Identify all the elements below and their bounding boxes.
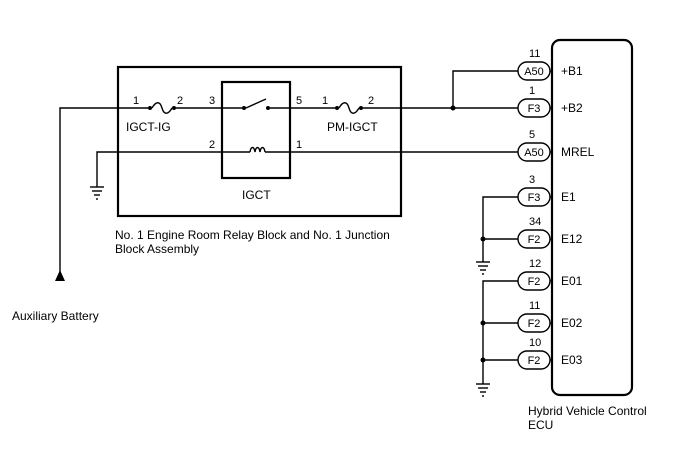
fuse1-pin-in: 1 bbox=[133, 95, 139, 107]
terminal-name: +B1 bbox=[561, 64, 583, 78]
terminal-pin-number: 12 bbox=[529, 258, 541, 270]
igct-relay-box bbox=[220, 80, 292, 180]
ground-icon bbox=[90, 186, 104, 200]
connector-oval bbox=[517, 271, 551, 291]
battery-arrow-icon bbox=[55, 270, 65, 281]
connector-oval bbox=[517, 142, 551, 162]
ground-icon bbox=[476, 261, 490, 275]
pm-igct-fuse bbox=[335, 102, 363, 114]
e01-ground-wire bbox=[482, 280, 518, 384]
splice-dot bbox=[480, 236, 486, 242]
b1-branch-wire bbox=[452, 70, 518, 108]
terminal-pin-number: 11 bbox=[529, 300, 540, 312]
terminal-name: E1 bbox=[561, 190, 576, 204]
terminal-pin-number: 3 bbox=[529, 174, 535, 186]
connector-oval bbox=[517, 61, 551, 81]
relay-label: IGCT bbox=[242, 188, 271, 202]
relay-coil bbox=[249, 146, 266, 153]
relay-block-caption-line1: No. 1 Engine Room Relay Block and No. 1 … bbox=[115, 228, 390, 242]
ecu-terminal: 1F3 +B2 bbox=[517, 85, 583, 118]
splice-dot bbox=[480, 357, 486, 363]
ground-icon bbox=[476, 383, 490, 397]
terminal-name: +B2 bbox=[561, 101, 583, 115]
connector-oval bbox=[517, 98, 551, 118]
terminal-name: E12 bbox=[561, 232, 583, 246]
battery-feed-wire bbox=[59, 107, 148, 277]
fuse2-pin-out: 2 bbox=[368, 95, 374, 107]
ecu-caption-line1: Hybrid Vehicle Control bbox=[528, 404, 647, 418]
connector-oval bbox=[517, 313, 551, 333]
e1-ground-wire bbox=[482, 196, 518, 262]
relay-coil-pin-in: 2 bbox=[209, 139, 215, 151]
connector-code: F2 bbox=[528, 355, 541, 367]
igct-ig-fuse bbox=[148, 102, 176, 114]
connector-code: F2 bbox=[528, 276, 541, 288]
splice-dot bbox=[450, 105, 456, 111]
connector-oval bbox=[517, 350, 551, 370]
relay-switch-pin-in: 3 bbox=[209, 95, 215, 107]
ecu-outline bbox=[550, 38, 634, 397]
connector-oval bbox=[517, 229, 551, 249]
splice-dot bbox=[480, 320, 486, 326]
relay-coil-pin-out: 1 bbox=[296, 139, 302, 151]
fuse2-pin-in: 1 bbox=[322, 95, 328, 107]
relay-switch-pin-out: 5 bbox=[296, 95, 302, 107]
terminal-name: E03 bbox=[561, 353, 583, 367]
connector-oval bbox=[517, 187, 551, 207]
coil-ground-wire bbox=[96, 151, 250, 187]
connector-code: F2 bbox=[528, 234, 541, 246]
relay-block-outline bbox=[116, 65, 403, 218]
connector-code: F2 bbox=[528, 318, 541, 330]
connector-code: F3 bbox=[528, 192, 541, 204]
terminal-pin-number: 34 bbox=[529, 216, 541, 228]
terminal-name: MREL bbox=[561, 145, 595, 159]
fuse2-label: PM-IGCT bbox=[327, 120, 378, 134]
terminal-pin-number: 5 bbox=[529, 129, 535, 141]
relay-block-caption-line2: Block Assembly bbox=[115, 242, 199, 256]
connector-code: A50 bbox=[524, 66, 544, 78]
ecu-caption-line2: ECU bbox=[528, 418, 553, 432]
connector-code: F3 bbox=[528, 103, 541, 115]
terminal-pin-number: 10 bbox=[529, 337, 541, 349]
terminal-name: E01 bbox=[561, 274, 583, 288]
relay-switch bbox=[242, 98, 270, 110]
terminal-pin-number: 1 bbox=[529, 85, 535, 97]
ecu-terminal: 3F3 E1 bbox=[517, 174, 576, 207]
terminal-pin-number: 11 bbox=[529, 48, 540, 60]
fuse1-label: IGCT-IG bbox=[126, 120, 171, 134]
connector-code: A50 bbox=[524, 147, 544, 159]
fuse1-pin-out: 2 bbox=[177, 95, 183, 107]
auxiliary-battery-label: Auxiliary Battery bbox=[12, 309, 99, 323]
terminal-name: E02 bbox=[561, 316, 583, 330]
